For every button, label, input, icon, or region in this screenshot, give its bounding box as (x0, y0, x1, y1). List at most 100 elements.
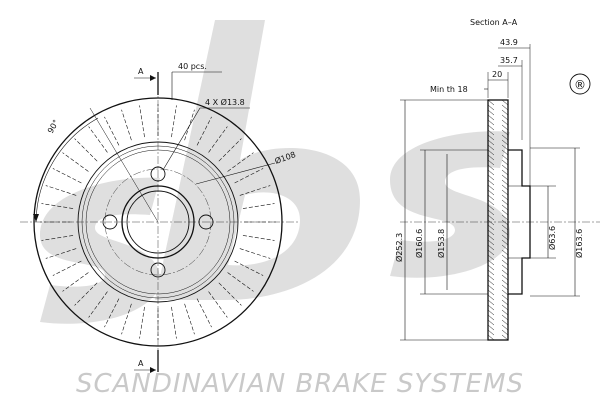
hat-inner-circle (81, 145, 235, 299)
hatch-line (487, 234, 495, 241)
dim-hat-inner: Ø163.6 (574, 229, 584, 258)
front-view: A A 40 pcs. 4 X Ø13.8 Ø108 90° (20, 62, 300, 373)
vent-slot (52, 260, 82, 276)
vent-slot (196, 116, 212, 146)
hatch-line (487, 194, 495, 201)
hat-outer-circle (77, 141, 239, 303)
hatch-line (501, 129, 509, 136)
section-arrow-top-head (150, 75, 156, 81)
hatch-line (487, 229, 495, 236)
hatch-line (501, 304, 509, 311)
hatch-line (487, 204, 495, 211)
vent-slot (121, 109, 132, 141)
hatch-line (487, 144, 495, 151)
hatch-line (501, 109, 509, 116)
hatch-line (501, 239, 509, 246)
vent-slot (171, 105, 177, 138)
dim-43-9: 43.9 (500, 38, 518, 47)
hatch-line (501, 284, 509, 291)
hatch-line (501, 104, 509, 111)
hatch-line (487, 254, 495, 261)
hatch-line (487, 309, 495, 316)
hatch-line (487, 304, 495, 311)
hatch-line (501, 214, 509, 221)
vent-slot (88, 126, 108, 153)
hatch-line (501, 149, 509, 156)
hatch-line (487, 274, 495, 281)
hatch-line (487, 114, 495, 121)
hatch-line (487, 169, 495, 176)
section-arrow-bottom-head (150, 367, 156, 373)
disc-outer-edge (33, 97, 283, 347)
brand-tagline: SCANDINAVIAN BRAKE SYSTEMS (76, 369, 524, 399)
hatch-line (501, 274, 509, 281)
hatch-line (487, 154, 495, 161)
hatch-line (501, 174, 509, 181)
bolt-hole-top (150, 166, 166, 182)
hatch-line (487, 129, 495, 136)
hatch-line (501, 224, 509, 231)
vent-slot (184, 303, 195, 335)
hatch-line (487, 264, 495, 271)
hatch-line (487, 319, 495, 326)
hatch-line (501, 229, 509, 236)
vent-slot (41, 235, 74, 241)
hatch-line (501, 319, 509, 326)
hatch-line (501, 334, 509, 341)
vent-slot (121, 303, 132, 335)
bolt-holes-label: 4 X Ø13.8 (205, 97, 245, 107)
hatch-line (501, 329, 509, 336)
vent-slot (45, 185, 77, 196)
vent-slot (62, 272, 89, 292)
vent-slot (234, 168, 264, 184)
hatch-line (487, 189, 495, 196)
sbs-watermark-logo (40, 20, 510, 324)
hat-face-circle (85, 149, 231, 295)
hatch-line (501, 234, 509, 241)
hatch-line (487, 104, 495, 111)
hatch-line (487, 124, 495, 131)
hatch-line (487, 279, 495, 286)
hatch-line (487, 244, 495, 251)
vent-slot (227, 272, 254, 292)
hatch-line (487, 179, 495, 186)
hatch-line (501, 254, 509, 261)
vent-slot (139, 105, 145, 138)
hatch-line (501, 269, 509, 276)
hatch-line (501, 124, 509, 131)
hatch-line (501, 179, 509, 186)
pitch-circle (104, 168, 212, 276)
hatch-line (487, 314, 495, 321)
vent-slot (41, 203, 74, 209)
hatch-line (501, 324, 509, 331)
hatch-line (487, 249, 495, 256)
section-marker-top: A (138, 67, 144, 76)
hatch-line (487, 119, 495, 126)
vent-slot (171, 306, 177, 339)
hatch-line (487, 164, 495, 171)
hatch-line (487, 299, 495, 306)
vent-slot (52, 168, 82, 184)
hatch-line (501, 169, 509, 176)
hatch-line (487, 294, 495, 301)
hatch-line (501, 259, 509, 266)
hatch-line (487, 224, 495, 231)
hatch-line (501, 134, 509, 141)
dim-20: 20 (492, 70, 502, 79)
vent-slot (208, 126, 228, 153)
hatch-line (487, 99, 495, 106)
vent-slot (242, 203, 275, 209)
section-view: Section A–A 43.9 35.7 20 Min th 18 Ø252.… (394, 18, 600, 341)
vent-slot (239, 248, 271, 259)
min-thickness-label: Min th 18 (430, 85, 468, 94)
section-marker-bottom: A (138, 359, 144, 368)
hatch-line (501, 264, 509, 271)
vent-slot (104, 298, 120, 328)
hatch-line (501, 219, 509, 226)
hatch-line (487, 324, 495, 331)
vent-slot (139, 306, 145, 339)
dim-bore: Ø63.6 (547, 226, 557, 250)
friction-ring-hatching (487, 99, 509, 341)
hatch-line (501, 159, 509, 166)
